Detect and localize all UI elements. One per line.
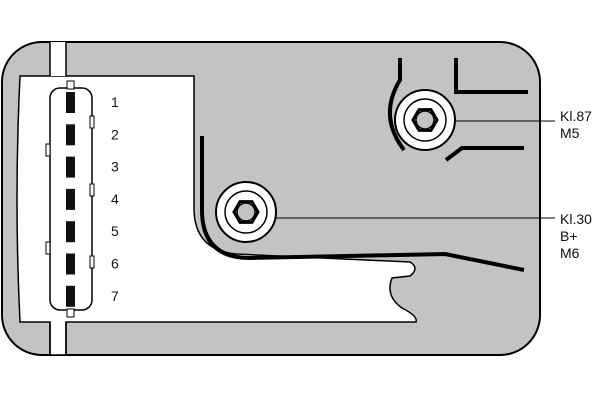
label-kl87-line1: Kl.87 — [560, 108, 592, 124]
busbar — [200, 136, 525, 272]
connector — [45, 80, 95, 318]
lower-bracket — [444, 146, 524, 162]
connector-pin-2 — [66, 124, 75, 146]
connector-pin-3 — [66, 156, 75, 178]
terminal-kl87-nut — [394, 89, 456, 151]
pin-number-3: 3 — [111, 159, 119, 175]
pin-number-6: 6 — [111, 256, 119, 272]
label-kl30-line1: Kl.30 — [560, 211, 592, 227]
label-kl30: Kl.30 B+ M6 — [560, 211, 596, 261]
connector-pin-5 — [66, 221, 75, 243]
label-kl30-line3: M6 — [560, 245, 580, 261]
connector-cutout — [16, 75, 417, 356]
upper-arc — [387, 58, 406, 152]
connector-bottom-tab — [66, 308, 75, 318]
label-kl87-line2: M5 — [560, 125, 580, 141]
pin-number-1: 1 — [111, 94, 119, 110]
pin-number-7: 7 — [111, 288, 119, 304]
connector-pin-7 — [66, 285, 75, 307]
pin-number-5: 5 — [111, 223, 119, 239]
connector-pin-1 — [66, 92, 75, 113]
connector-pin-6 — [66, 253, 75, 275]
left-divider — [50, 42, 66, 76]
terminal-kl30-nut — [215, 181, 277, 243]
connector-pin-4 — [66, 188, 75, 210]
label-kl87: Kl.87 M5 — [560, 108, 596, 141]
pin-number-2: 2 — [111, 126, 119, 142]
pin-number-4: 4 — [111, 191, 119, 207]
connector-top-tab — [66, 80, 75, 90]
upper-bracket — [454, 58, 528, 94]
label-kl30-line2: B+ — [560, 228, 578, 244]
